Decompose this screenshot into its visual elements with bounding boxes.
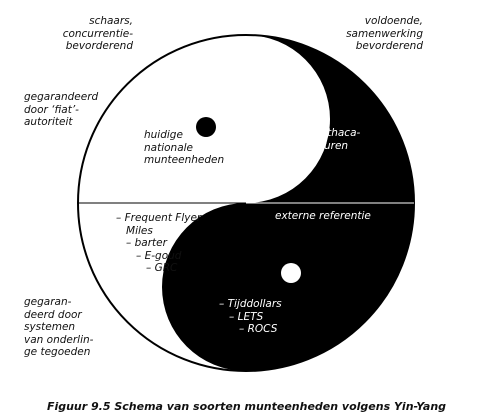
label-external-reference: externe referentie (275, 210, 371, 222)
list-mutual-credit-systems: – Tijddollars – LETS – ROCS (219, 298, 282, 335)
figure-caption: Figuur 9.5 Schema van soorten munteenhed… (46, 400, 447, 413)
dark-eye (196, 117, 216, 137)
label-fiat-guaranteed: gegarandeerd door ‘fiat’- autoriteit (24, 91, 99, 128)
label-national-currencies: huidige nationale munteenheden (144, 129, 225, 166)
light-eye (281, 263, 301, 283)
label-ithaca-hours: Ithaca- uren (324, 127, 361, 152)
label-scarce: schaars, concurrentie- bevorderend (62, 15, 133, 52)
label-mutual-credit: gegaran- deerd door systemen van onderli… (24, 296, 94, 358)
label-sufficient: voldoende, samenwerking bevorderend (346, 15, 423, 52)
list-fiat-alternatives: – Frequent Flyer Miles – barter – E-goud… (116, 212, 202, 274)
